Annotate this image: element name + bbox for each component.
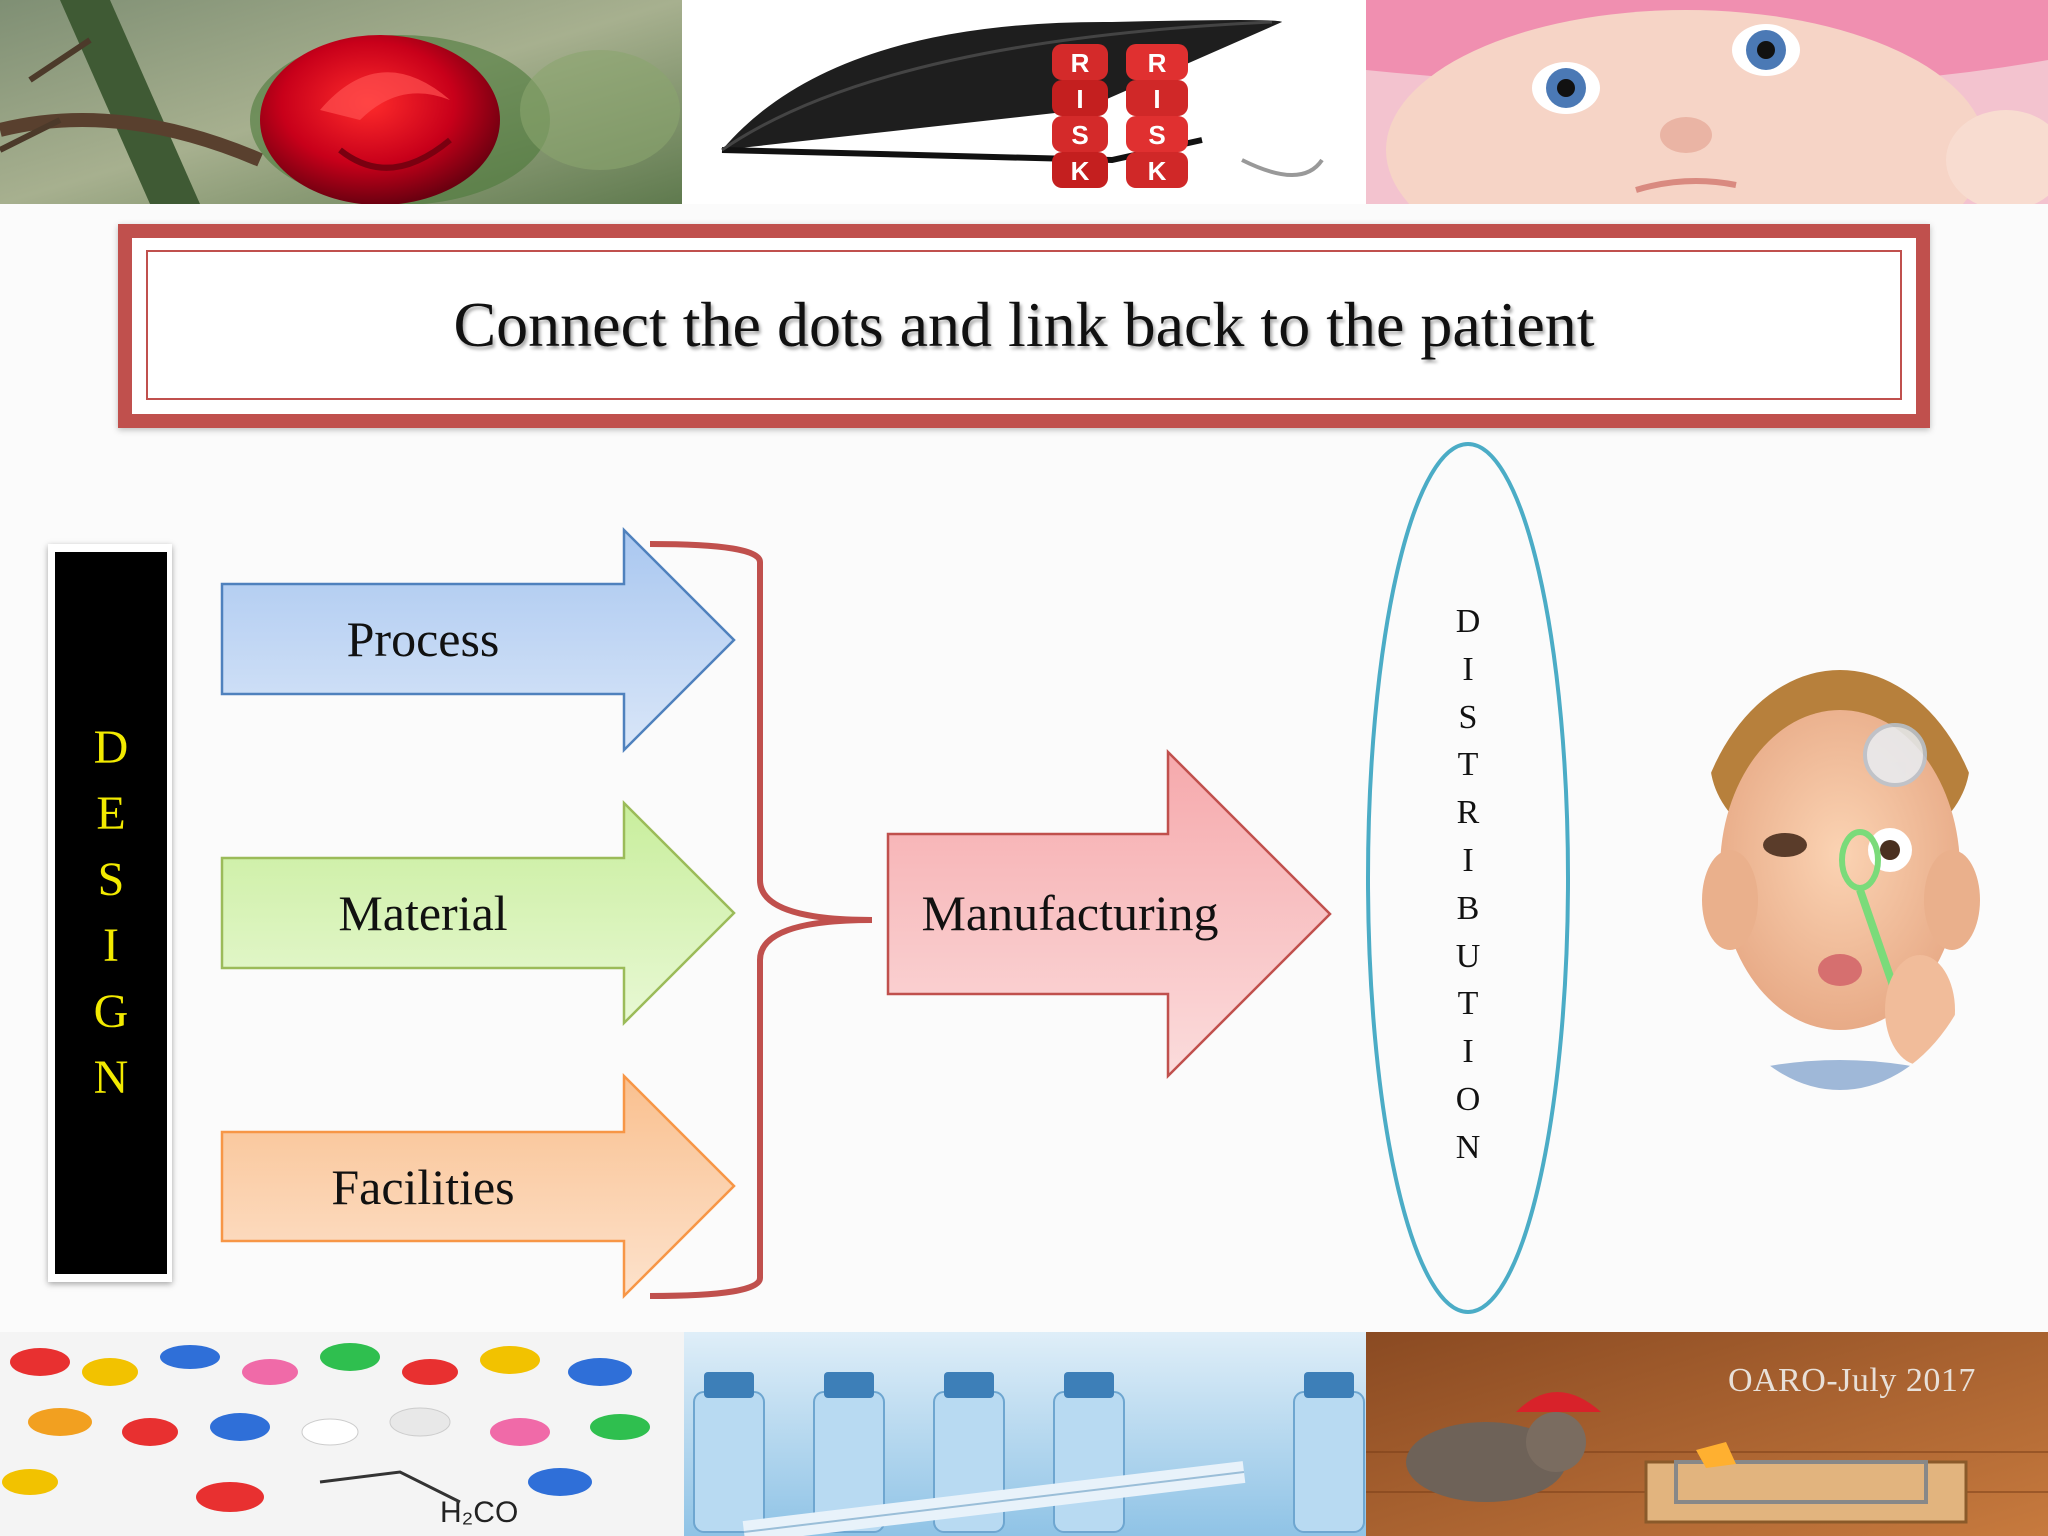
design-letter: I bbox=[103, 919, 119, 972]
risk-letter-k2: K bbox=[1148, 156, 1167, 186]
design-letter: D bbox=[93, 721, 129, 774]
distribution-ellipse bbox=[1366, 442, 1570, 1314]
risk-blocks bbox=[1052, 44, 1188, 188]
material-label: Material bbox=[338, 885, 508, 941]
manufacturing-arrow bbox=[886, 748, 1332, 1080]
vials-photo bbox=[684, 1332, 1366, 1536]
design-letter: N bbox=[93, 1051, 129, 1104]
risk-letter-i1: I bbox=[1076, 84, 1083, 114]
rose-photo bbox=[0, 0, 682, 204]
distribution-letter: U bbox=[1455, 937, 1481, 975]
baby-photo bbox=[1366, 0, 2048, 204]
facilities-label: Facilities bbox=[331, 1159, 515, 1215]
risk-letter-s2: S bbox=[1148, 120, 1165, 150]
process-arrow bbox=[220, 526, 736, 754]
design-letter: E bbox=[96, 787, 126, 840]
design-bar: D E S I G N bbox=[55, 552, 167, 1274]
design-letter: G bbox=[93, 985, 129, 1038]
distribution-label: D I S T R I B U T I O N bbox=[1440, 598, 1496, 1172]
page-title: Connect the dots and link back to the pa… bbox=[453, 289, 1595, 360]
distribution-letter: T bbox=[1457, 985, 1479, 1023]
risk-letter-k1: K bbox=[1071, 156, 1090, 186]
facilities-arrow bbox=[220, 1072, 736, 1300]
distribution-letter: T bbox=[1457, 746, 1479, 784]
design-letter: S bbox=[97, 853, 125, 906]
title-frame bbox=[118, 224, 1930, 428]
risk-letter-i2: I bbox=[1153, 84, 1160, 114]
material-arrow bbox=[220, 799, 736, 1027]
distribution-letter: R bbox=[1456, 794, 1480, 832]
title-box bbox=[118, 224, 1930, 428]
distribution-letter: I bbox=[1462, 1033, 1474, 1071]
child-bubble-photo bbox=[1690, 640, 1990, 1100]
distribution-letter: I bbox=[1462, 650, 1474, 688]
grouping-brace bbox=[649, 541, 873, 1299]
pills-photo: H₂CO bbox=[0, 1332, 684, 1536]
risk-letter-r2: R bbox=[1148, 48, 1167, 78]
event-label: OARO-July 2017 bbox=[1728, 1362, 1976, 1399]
distribution-letter: S bbox=[1458, 698, 1478, 736]
pills-formula-fragment: H₂CO bbox=[440, 1496, 518, 1529]
risk-letter-r1: R bbox=[1071, 48, 1090, 78]
risk-letter-s1: S bbox=[1071, 120, 1088, 150]
distribution-letter: N bbox=[1455, 1128, 1481, 1166]
title-inner-border bbox=[146, 250, 1902, 400]
distribution-letter: O bbox=[1455, 1080, 1481, 1118]
umbrella-risk-photo: R I S K R I S K bbox=[682, 0, 1366, 204]
distribution-letter: B bbox=[1456, 889, 1480, 927]
mousetrap-photo bbox=[1366, 1332, 2048, 1536]
manufacturing-label: Manufacturing bbox=[921, 885, 1219, 941]
distribution-letter: D bbox=[1455, 603, 1481, 640]
process-label: Process bbox=[346, 611, 500, 667]
distribution-letter: I bbox=[1462, 841, 1474, 879]
